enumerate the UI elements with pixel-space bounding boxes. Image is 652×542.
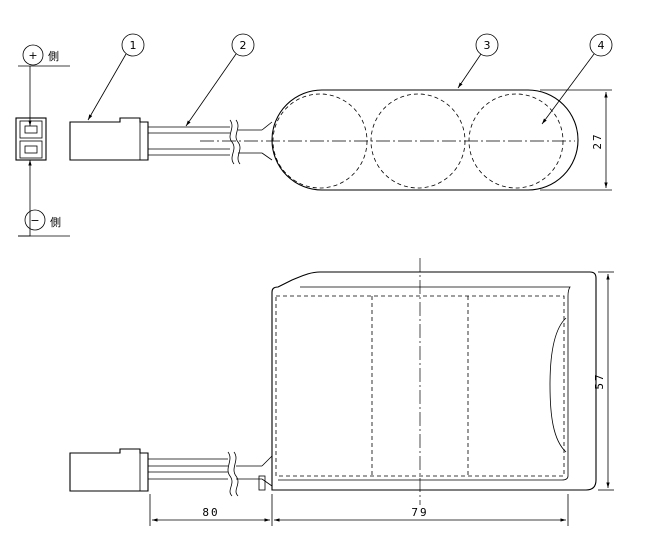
- dimension-body-width: 79: [274, 494, 569, 526]
- body-width-value: 79: [411, 506, 428, 519]
- minus-marker: − 側: [18, 208, 70, 237]
- callout-2: 3: [457, 33, 499, 89]
- callout-1: 4: [541, 33, 613, 125]
- minus-symbol: −: [30, 214, 39, 227]
- shrink-tube-front: [271, 271, 597, 491]
- top-view: 27: [69, 89, 612, 191]
- cells-outline-front: [275, 295, 565, 477]
- callouts: 1 2 3 4: [87, 33, 613, 127]
- callout-4: 2: [185, 33, 255, 127]
- callout-3: 1: [87, 33, 145, 121]
- lead-wires-front: [148, 451, 273, 497]
- front-view: 57 80 79: [69, 258, 614, 526]
- lead-length-value: 80: [202, 506, 219, 519]
- connector-housing-front: [69, 448, 149, 492]
- plus-symbol: +: [28, 49, 37, 62]
- lead-wires-top: [148, 119, 273, 165]
- plus-marker: + 側: [18, 44, 70, 67]
- callout-4-label: 2: [240, 39, 247, 52]
- dimension-lead-length: 80: [149, 494, 273, 526]
- polarity-legend: + 側 − 側: [15, 44, 70, 237]
- dimension-height-top: 27: [540, 89, 612, 191]
- height-top-value: 27: [591, 132, 604, 149]
- callout-1-label: 4: [598, 39, 605, 52]
- height-bottom-value: 57: [593, 372, 606, 389]
- plus-side-label: 側: [48, 50, 59, 63]
- dimension-height-bottom: 57: [593, 271, 614, 491]
- callout-2-label: 3: [484, 39, 491, 52]
- connector-face: [15, 66, 47, 208]
- callout-3-label: 1: [130, 39, 137, 52]
- connector-housing-top: [69, 117, 149, 161]
- minus-side-label: 側: [50, 216, 61, 229]
- shrink-tube-top: [271, 89, 579, 191]
